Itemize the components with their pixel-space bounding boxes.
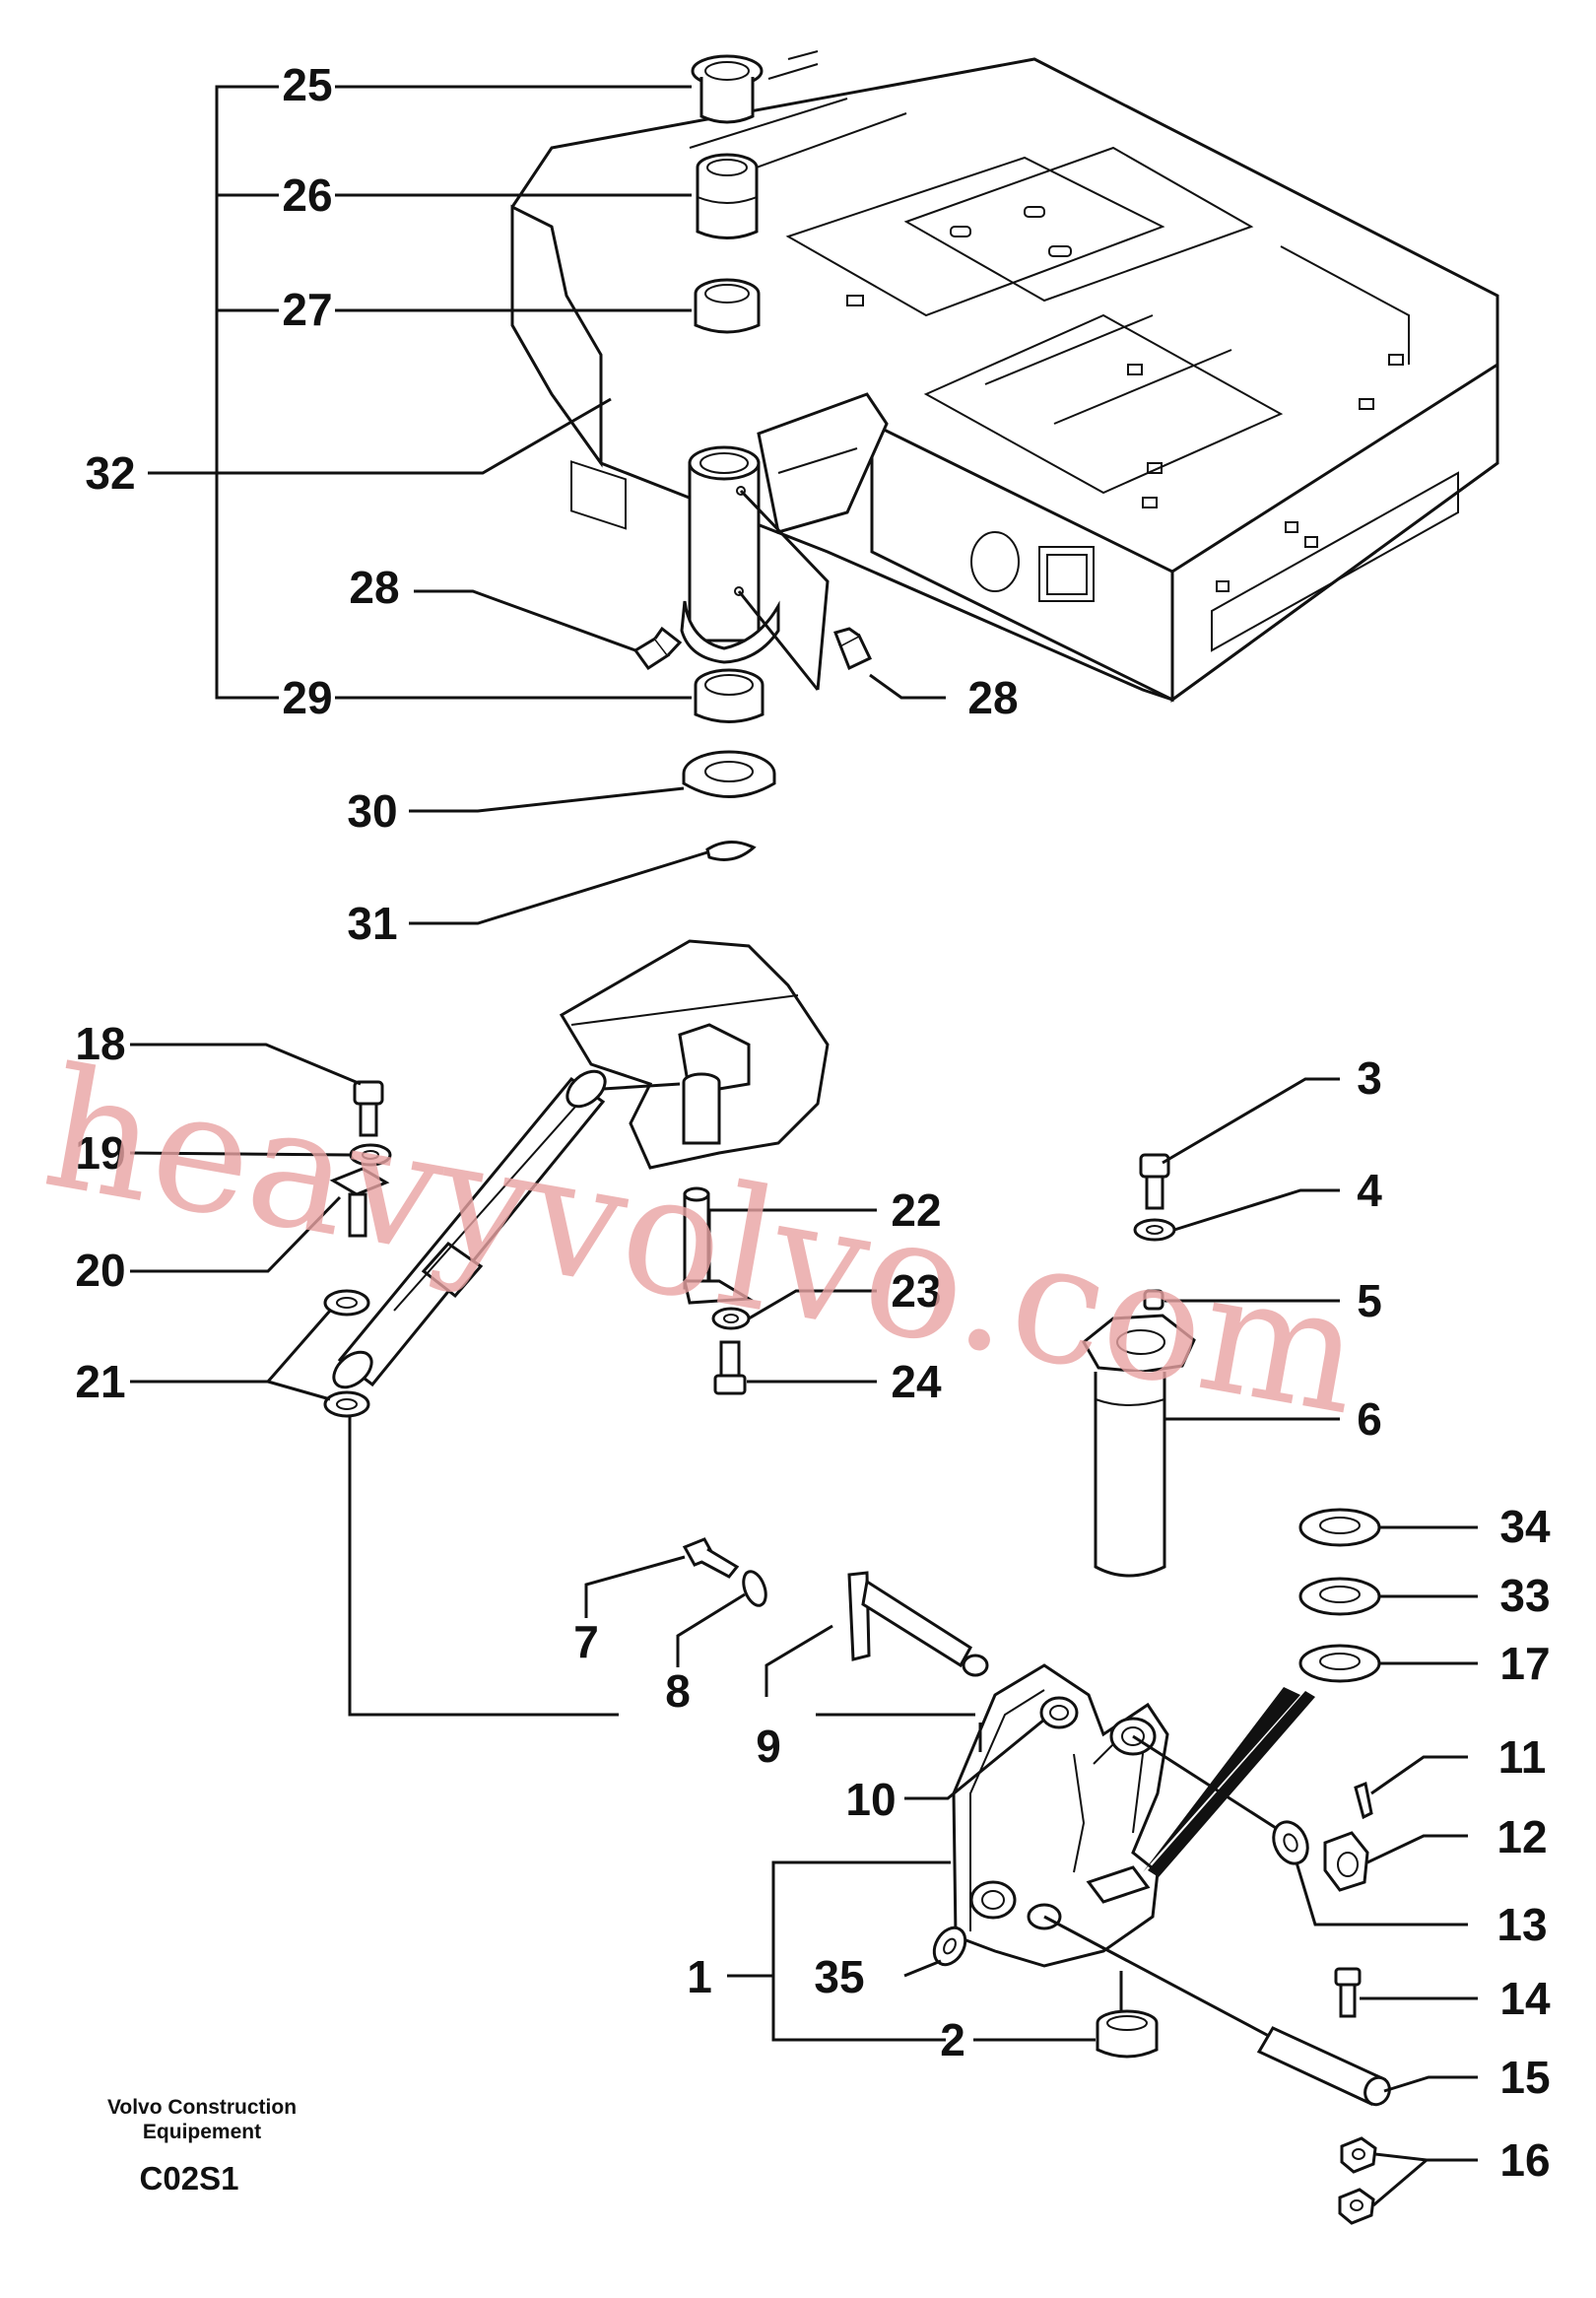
split-pin-11: [1354, 1781, 1373, 1820]
chassis-frame: [510, 50, 1499, 703]
grease-nipple-left: [632, 626, 683, 671]
callout-17: 17: [1499, 1638, 1550, 1689]
callout-29: 29: [282, 672, 332, 723]
callout-3: 3: [1357, 1052, 1382, 1104]
callout-8: 8: [665, 1665, 691, 1717]
callout-30: 30: [347, 785, 397, 837]
washer-8: [742, 1570, 767, 1607]
pin-22: [683, 1186, 754, 1305]
brand-line-2: Equipement: [143, 2121, 261, 2143]
footer: Volvo Construction Equipement C02S1: [107, 2096, 297, 2197]
callout-7: 7: [573, 1616, 599, 1667]
swing-bracket-1: [952, 1663, 1361, 2086]
callout-25: 25: [282, 59, 332, 110]
callout-19: 19: [75, 1127, 125, 1179]
callout-4: 4: [1357, 1165, 1382, 1216]
callout-18: 18: [75, 1018, 125, 1069]
washer-4: [1133, 1218, 1176, 1242]
callout-32: 32: [85, 447, 135, 499]
king-pin-6: [1082, 1314, 1196, 1578]
bolt-3: [1139, 1153, 1170, 1210]
bushing-27: [694, 278, 761, 334]
bushing-2: [1096, 2009, 1159, 2059]
callout-2: 2: [940, 2014, 965, 2065]
callout-15: 15: [1499, 2052, 1550, 2103]
snap-ring-31: [705, 841, 757, 861]
shim-33: [1298, 1577, 1381, 1616]
callout-12: 12: [1496, 1811, 1547, 1862]
callout-11: 11: [1498, 1731, 1547, 1783]
pin-9: [847, 1571, 989, 1677]
grease-nipple-right: [833, 627, 873, 671]
callout-13: 13: [1496, 1899, 1547, 1950]
callout-labels: 25 26 27 32 28 28 29 30 31 18 19 20 21 2…: [75, 59, 1551, 2186]
callout-20: 20: [75, 1245, 125, 1296]
callout-5: 5: [1357, 1275, 1382, 1326]
washer-35: [932, 1926, 967, 1967]
plug-5: [1143, 1289, 1164, 1311]
kingpin-boss: [680, 445, 830, 691]
nuts-16: [1338, 2136, 1377, 2225]
callout-33: 33: [1499, 1570, 1550, 1621]
callout-34: 34: [1499, 1501, 1551, 1552]
pin-15: [1256, 2026, 1391, 2107]
bushing-29: [694, 668, 765, 723]
callout-23: 23: [891, 1265, 941, 1317]
callout-24: 24: [891, 1356, 942, 1407]
shim-34: [1298, 1508, 1381, 1547]
bolt-14: [1334, 1967, 1362, 2018]
bushing-26: [696, 153, 759, 239]
swing-cylinder: [332, 1069, 607, 1389]
callout-6: 6: [1357, 1393, 1382, 1445]
clamp-20: [329, 1167, 390, 1238]
callout-10: 10: [845, 1774, 896, 1825]
washers-21: [323, 1289, 370, 1418]
callout-27: 27: [282, 284, 332, 335]
bolt-24: [713, 1340, 747, 1395]
callout-31: 31: [347, 898, 397, 949]
callout-1: 1: [687, 1951, 712, 2002]
bolt-7: [682, 1537, 740, 1579]
callout-35: 35: [814, 1951, 864, 2002]
nut-12: [1323, 1831, 1369, 1892]
callout-21: 21: [75, 1356, 125, 1407]
callout-9: 9: [756, 1721, 781, 1772]
callout-16: 16: [1499, 2134, 1550, 2186]
bushing-25: [691, 54, 764, 124]
callout-28-right: 28: [967, 672, 1018, 723]
washer-13: [1272, 1820, 1309, 1865]
brand-line-1: Volvo Construction: [107, 2096, 297, 2119]
thrust-washer-30: [682, 750, 776, 798]
shim-17: [1298, 1644, 1381, 1683]
pointer-arrow: [1143, 1687, 1315, 1877]
leader-lines: [129, 85, 1478, 2207]
callout-14: 14: [1499, 1973, 1551, 2024]
callout-26: 26: [282, 169, 332, 221]
callout-28-left: 28: [349, 562, 399, 613]
callout-22: 22: [891, 1184, 941, 1236]
drawing-code: C02S1: [140, 2160, 239, 2197]
frame-bracket-detail: [559, 939, 830, 1170]
bolt-18: [353, 1080, 384, 1137]
